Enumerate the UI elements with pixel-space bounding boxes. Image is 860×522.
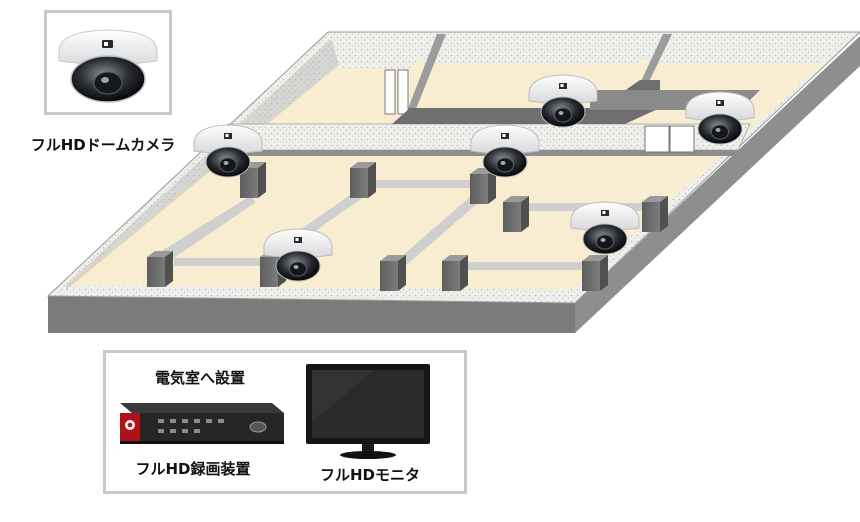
dvr-recorder-icon (120, 403, 284, 444)
lcd-monitor-icon (306, 364, 430, 459)
camera-legend-box (44, 10, 172, 115)
recorder-label: フルHD録画装置 (135, 460, 251, 478)
dome-camera-label: フルHDドームカメラ (30, 136, 176, 154)
equipment-room-note: 電気室へ設置 (154, 369, 245, 387)
dome-camera-icon (58, 29, 158, 103)
monitor-label: フルHDモニタ (319, 466, 420, 484)
